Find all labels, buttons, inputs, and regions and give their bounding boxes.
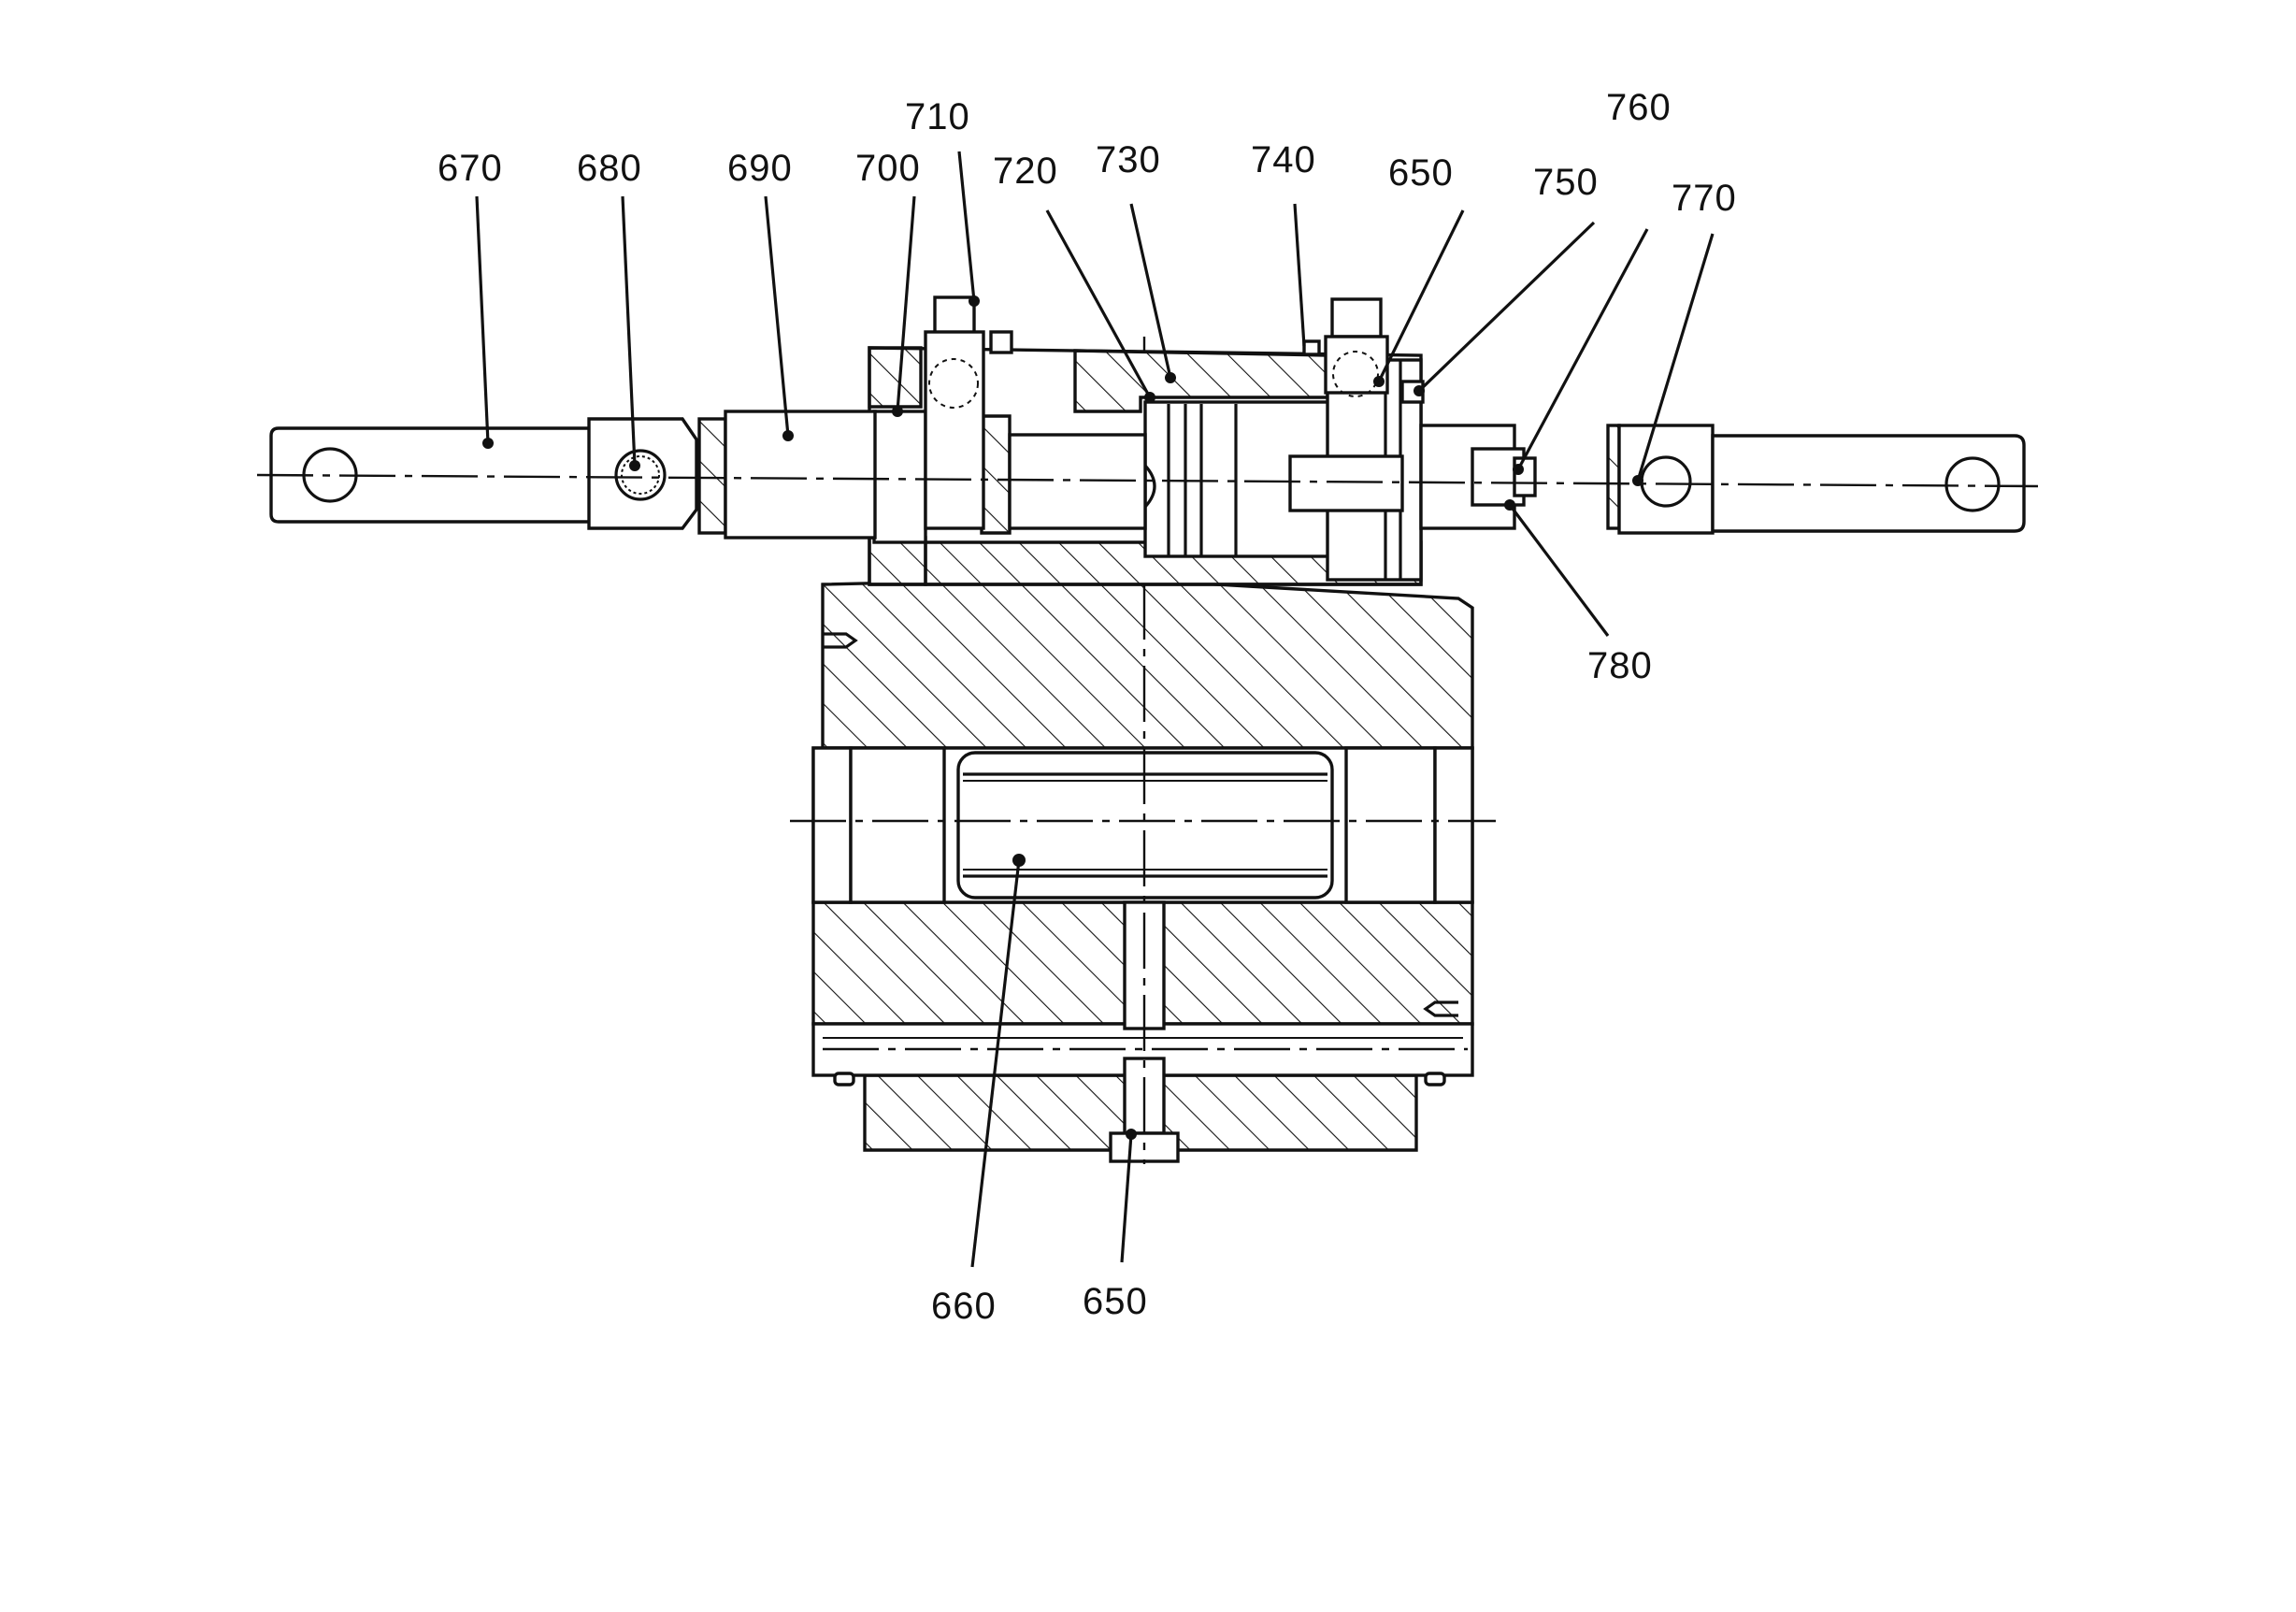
ref-660: 660	[931, 1286, 997, 1327]
cylinder-housing	[868, 346, 1425, 586]
ref-690: 690	[727, 148, 793, 189]
ref-680: 680	[577, 148, 642, 189]
ref-720: 720	[993, 151, 1058, 192]
ref-730: 730	[1096, 139, 1161, 180]
top-bolt-650	[1324, 297, 1389, 397]
ref-670: 670	[438, 148, 503, 189]
ref-750: 750	[1533, 162, 1599, 203]
central-bore	[790, 746, 1496, 904]
top-bolt-710	[924, 295, 985, 530]
small-fitting-740	[1302, 339, 1321, 356]
ref-760: 760	[1606, 87, 1672, 128]
ref-740: 740	[1251, 139, 1316, 180]
leader-lines	[475, 151, 1715, 1268]
right-arm-assembly	[1288, 424, 2026, 535]
ref-650-top: 650	[1388, 152, 1454, 194]
ref-710: 710	[905, 96, 970, 137]
ref-700: 700	[855, 148, 921, 189]
small-fitting	[989, 330, 1013, 354]
ref-650-bottom: 650	[1083, 1281, 1148, 1322]
ref-770: 770	[1672, 178, 1737, 219]
leader-dots	[482, 392, 1155, 867]
ref-780: 780	[1587, 645, 1653, 686]
body-details	[823, 632, 1458, 1087]
